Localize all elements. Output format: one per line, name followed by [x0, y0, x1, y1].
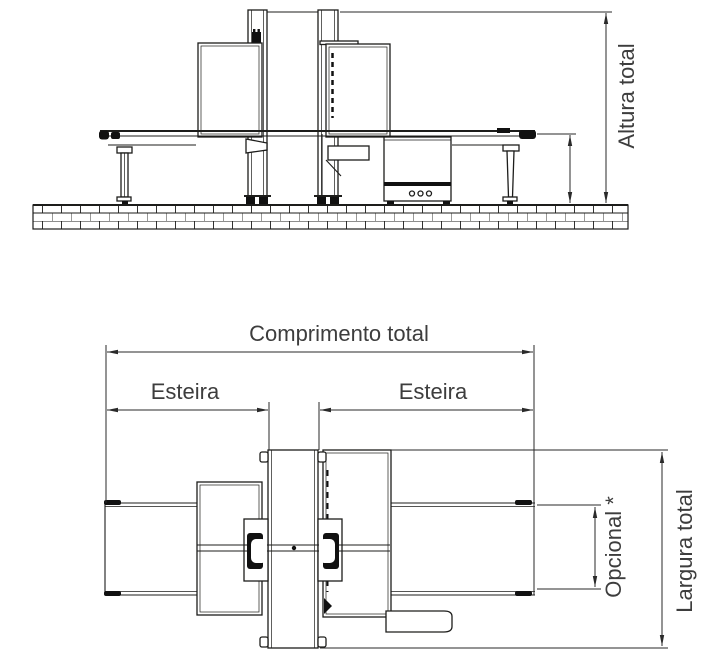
- dimension-esteira-left: Esteira: [107, 379, 270, 450]
- belt-roller-right: [519, 130, 536, 139]
- indicator-light: [417, 190, 424, 197]
- operator-cabinet: [383, 136, 452, 205]
- comprimento-total-label: Comprimento total: [249, 321, 429, 346]
- belt-roller-left: [99, 130, 109, 140]
- conveyor-belt: [99, 128, 536, 140]
- curtain-bracket-right: [319, 533, 339, 569]
- dimension-altura-total: Altura total: [340, 11, 639, 203]
- plan-center-belt: [197, 544, 390, 552]
- dimension-esteira-right: Esteira: [318, 379, 533, 450]
- tunnel-tab: [317, 451, 327, 463]
- table-leg-right: [452, 144, 520, 205]
- console-appendage: [385, 610, 453, 633]
- dimension-opcional: Opcional *: [537, 496, 626, 598]
- tower-foot: [259, 197, 268, 204]
- esteira-right-label: Esteira: [399, 379, 468, 404]
- plan-roller: [515, 591, 532, 596]
- tower-foot: [246, 197, 255, 204]
- tower-foot: [330, 197, 339, 204]
- dimension-comprimento-total: Comprimento total: [105, 321, 535, 595]
- side-view: Altura total: [32, 9, 639, 230]
- plan-roller: [104, 591, 121, 596]
- largura-total-label: Largura total: [672, 489, 697, 613]
- indicator-light: [425, 190, 433, 197]
- tunnel-tab: [259, 636, 269, 648]
- monitor-box-left: [197, 42, 263, 138]
- belt-sensor: [497, 128, 510, 133]
- tunnel-tab: [259, 451, 269, 463]
- side-shelf: [327, 145, 370, 161]
- dimension-largura-total: Largura total: [320, 449, 697, 649]
- sensor-block: [252, 29, 261, 43]
- plan-conveyor-left: [104, 500, 197, 596]
- monitor-box-right: [319, 40, 391, 138]
- table-leg-left: [108, 144, 196, 205]
- opcional-label: Opcional *: [601, 496, 626, 598]
- dimension-conveyor-height: [537, 133, 576, 203]
- plan-roller: [104, 500, 121, 505]
- plan-roller: [515, 500, 532, 505]
- curtain-bracket-left: [247, 533, 267, 569]
- plan-conveyor-right: [390, 500, 535, 596]
- tower-foot: [317, 197, 326, 204]
- floor: [32, 204, 629, 230]
- plan-view: Comprimento total Esteira Esteira Opcion…: [104, 321, 697, 649]
- belt-motor-mount: [245, 138, 268, 154]
- center-mark: [291, 545, 297, 551]
- indicator-light: [408, 190, 416, 197]
- altura-total-label: Altura total: [614, 43, 639, 148]
- tunnel-tab: [317, 636, 327, 648]
- latch-mark: [324, 598, 332, 614]
- esteira-left-label: Esteira: [151, 379, 220, 404]
